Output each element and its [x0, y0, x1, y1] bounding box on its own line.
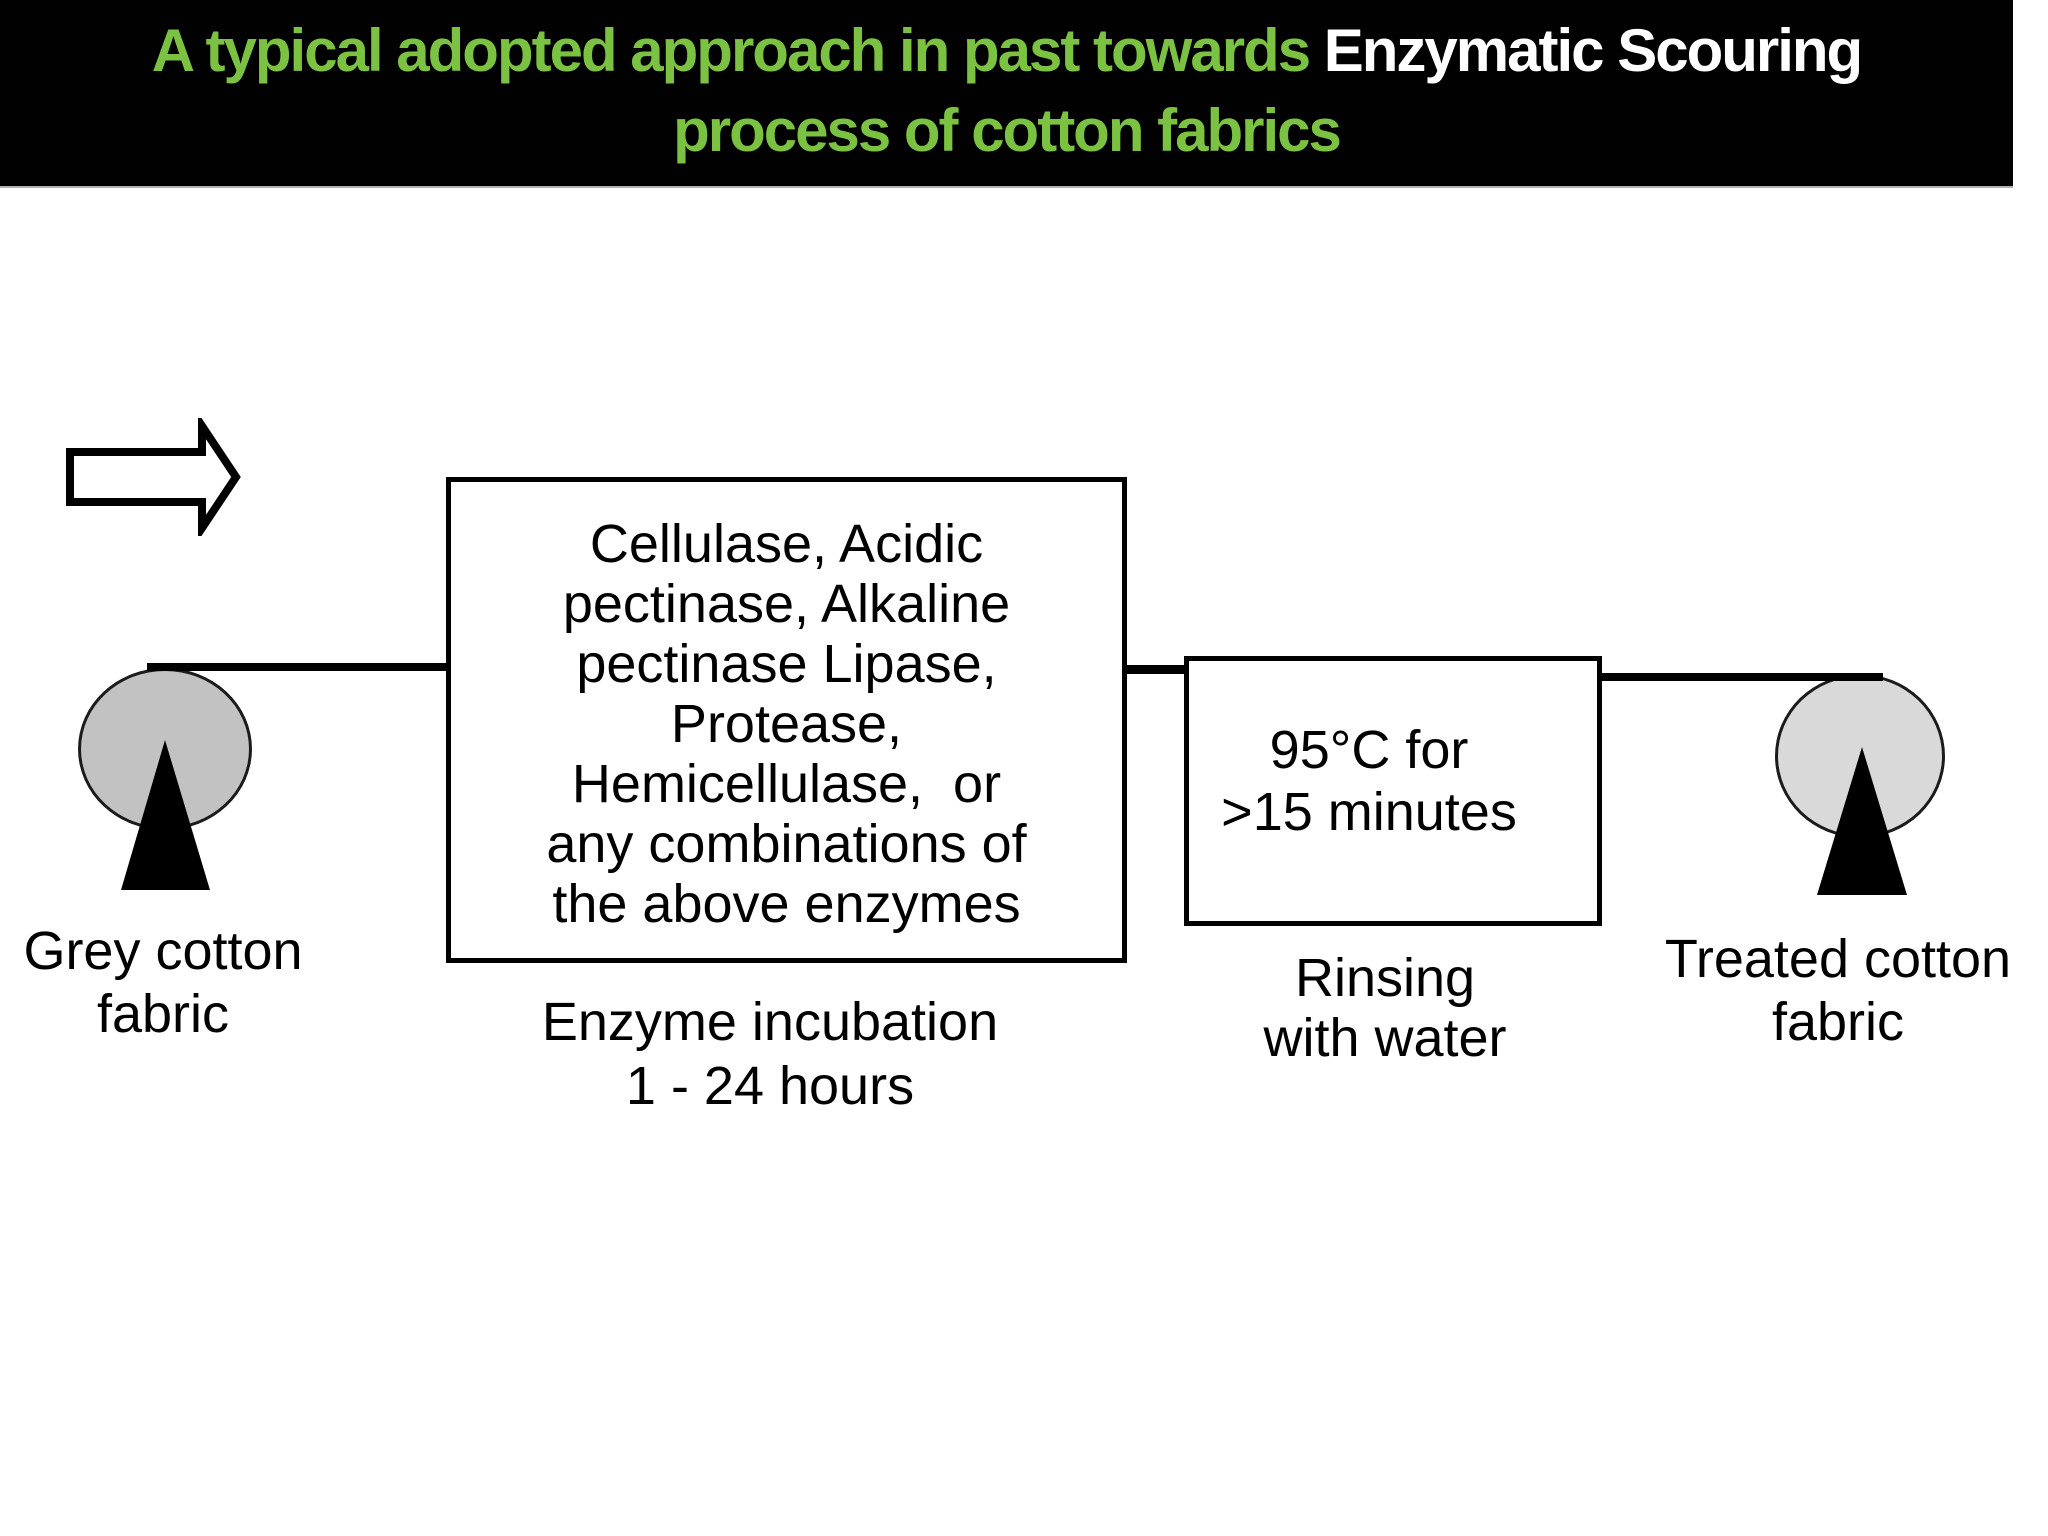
enzyme-caption-line2: 1 - 24 hours: [625, 1056, 915, 1116]
enzyme-box-caption: Enzyme incubation 1 - 24 hours: [430, 990, 1110, 1118]
treated-cotton-label-line2: fabric: [1771, 992, 1905, 1052]
grey-cotton-fabric-label: Grey cotton fabric: [2, 920, 324, 1046]
rinse-box-text: 95°C for >15 minutes: [1165, 661, 1573, 843]
connector-line-left: [147, 663, 447, 671]
slide-title-line2: process of cotton fabrics: [673, 97, 1342, 164]
rinse-caption-line2: with water: [1263, 1008, 1507, 1068]
grey-fabric-roll-spindle-icon: [121, 740, 210, 890]
treated-cotton-fabric-label: Treated cotton fabric: [1658, 928, 2018, 1054]
rinse-box: 95°C for >15 minutes: [1184, 656, 1602, 926]
treated-cotton-label-line1: Treated cotton: [1664, 929, 2012, 989]
enzyme-box-line: pectinase, Alkaline: [562, 574, 1011, 634]
rinse-box-line1: 95°C for: [1269, 720, 1469, 780]
enzyme-box-text: Cellulase, Acidic pectinase, Alkaline pe…: [451, 482, 1122, 934]
rinse-box-line2: >15 minutes: [1221, 782, 1517, 842]
title-white-part: Enzymatic Scouring: [1323, 17, 1863, 84]
rinse-box-caption: Rinsing with water: [1185, 948, 1585, 1068]
right-arrow-icon: [66, 418, 241, 536]
enzyme-caption-line1: Enzyme incubation: [541, 992, 999, 1052]
enzyme-box-line: Cellulase, Acidic: [589, 514, 984, 574]
enzyme-box-line: Hemicellulase, or: [571, 754, 1002, 814]
header-bar: A typical adopted approach in past towar…: [0, 0, 2013, 188]
enzyme-box-line: any combinations of: [546, 814, 1027, 874]
connector-line-middle: [1124, 665, 1187, 674]
slide-title-line1: A typical adopted approach in past towar…: [0, 18, 2013, 84]
grey-cotton-label-line1: Grey cotton: [23, 921, 303, 981]
rinse-caption-line1: Rinsing: [1294, 948, 1476, 1008]
enzyme-box-line: pectinase Lipase,: [576, 634, 997, 694]
enzyme-box-line: Protease,: [670, 694, 903, 754]
connector-line-right: [1599, 673, 1883, 681]
enzyme-box: Cellulase, Acidic pectinase, Alkaline pe…: [446, 477, 1127, 963]
title-green-part: A typical adopted approach in past towar…: [151, 17, 1324, 84]
treated-fabric-roll-spindle-icon: [1817, 747, 1907, 895]
enzyme-box-line: the above enzymes: [552, 874, 1021, 934]
grey-cotton-label-line2: fabric: [96, 984, 230, 1044]
